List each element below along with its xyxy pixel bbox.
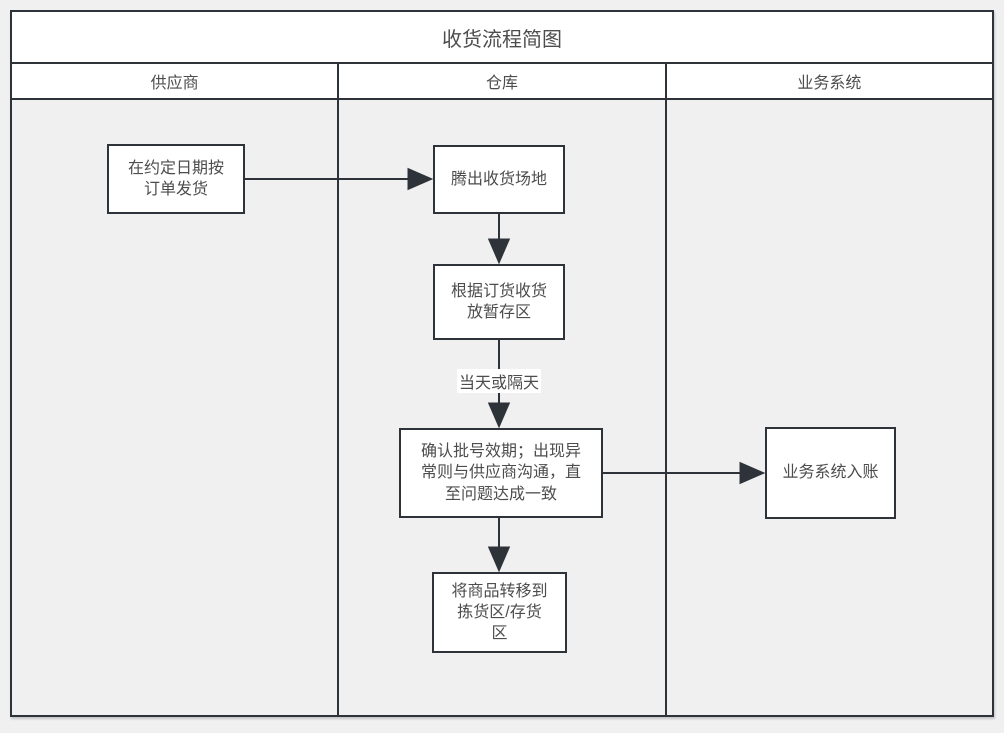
lane-header-business-system: 业务系统	[797, 75, 862, 92]
pool-title: 收货流程简图	[12, 12, 992, 64]
flow-node-move-to-picking[interactable]: 将商品转移到 拣货区/存货 区	[432, 572, 567, 653]
flow-node-receive-to-staging[interactable]: 根据订货收货 放暂存区	[433, 264, 565, 340]
lane-header-row: 供应商 仓库 业务系统	[12, 64, 992, 100]
swimlane-pool: 收货流程简图 供应商 仓库 业务系统	[10, 10, 994, 717]
flow-node-system-posting[interactable]: 业务系统入账	[765, 427, 896, 519]
edge-label-same-or-next-day: 当天或隔天	[456, 369, 542, 393]
flow-node-ship-on-agreed-date[interactable]: 在约定日期按 订单发货	[107, 144, 245, 214]
lane-body	[12, 100, 992, 715]
lane-warehouse	[339, 100, 667, 715]
lane-supplier	[12, 100, 340, 715]
lane-business-system	[667, 100, 992, 715]
lane-header-warehouse: 仓库	[339, 64, 667, 98]
lane-header-supplier: 供应商	[12, 64, 340, 98]
flow-node-check-batch-expiry[interactable]: 确认批号效期；出现异 常则与供应商沟通，直 至问题达成一致	[399, 428, 603, 518]
flow-node-clear-receiving-area[interactable]: 腾出收货场地	[433, 145, 565, 214]
